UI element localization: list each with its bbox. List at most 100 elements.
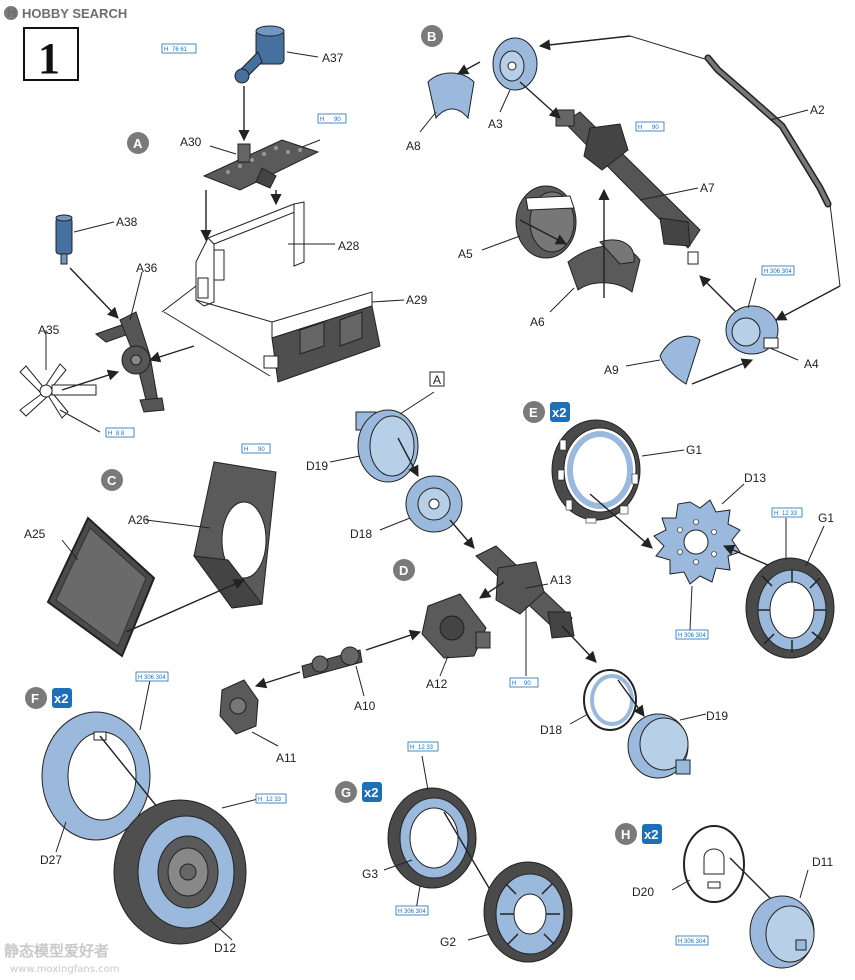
part-a2 [704,54,832,208]
svg-text:76 61: 76 61 [172,47,188,53]
label-a13: A13 [550,573,572,587]
svg-text:C: C [107,473,117,488]
part-g1-top [551,419,641,524]
hub-h-assembly [671,825,815,969]
label-d12: D12 [214,941,236,955]
svg-text:H: H [621,827,630,842]
svg-text:H: H [320,117,324,123]
svg-text:D: D [399,563,408,578]
svg-text:H: H [410,745,414,751]
paint-code-a26: H 90 [241,443,271,454]
svg-text:12 33: 12 33 [782,511,798,517]
svg-text:H: H [164,47,168,53]
label-a30: A30 [180,135,202,149]
part-g1-right [745,557,835,659]
wheel-g-assembly [383,755,573,963]
section-badge-b: B [421,25,443,47]
svg-text:x2: x2 [54,691,68,706]
svg-text:90: 90 [334,117,341,123]
paint-code-a35: H 8 8 [105,427,135,438]
svg-text:B: B [427,29,436,44]
part-a3 [492,37,538,91]
part-a4 [725,305,779,355]
paint-code-d11: H 306 304 [675,935,709,946]
svg-text:306 304: 306 304 [770,269,792,275]
label-a2: A2 [810,103,825,117]
paint-code-g3-bottom: H 306 304 [395,905,429,916]
part-d11 [749,895,815,969]
label-a6: A6 [530,315,545,329]
svg-text:H: H [678,633,682,639]
part-d19-bottom [627,713,691,779]
section-badge-d: D [393,559,415,581]
subassembly-ref-box: A [429,371,445,387]
label-d19-top: D19 [306,459,328,473]
svg-text:H: H [398,909,402,915]
svg-text:H: H [7,5,16,20]
part-a28 [195,201,305,307]
svg-text:306 304: 306 304 [144,675,166,681]
svg-text:90: 90 [652,125,659,131]
part-a13 [475,545,575,639]
label-a4: A4 [804,357,819,371]
label-a5: A5 [458,247,473,261]
paint-code-d12: H 12 33 [255,793,287,804]
part-d27 [41,711,151,841]
svg-text:306 304: 306 304 [404,909,426,915]
svg-text:A: A [433,373,441,387]
svg-text:www.moxingfans.com: www.moxingfans.com [10,964,119,975]
svg-text:H: H [138,675,142,681]
label-a12: A12 [426,677,448,691]
svg-text:H: H [764,269,768,275]
svg-text:H: H [678,939,682,945]
paint-code-a37: H 76 61 [161,43,197,54]
part-a11 [219,679,259,735]
part-a9 [659,335,701,385]
part-d18-top [405,475,463,533]
part-a29 [263,291,381,383]
watermark: 静态模型爱好者 www.moxingfans.com [4,942,119,975]
label-d27: D27 [40,853,62,867]
part-a35 [19,363,97,419]
label-a9: A9 [604,363,619,377]
label-a10: A10 [354,699,376,713]
paint-code-a7: H 90 [635,121,665,132]
label-g2: G2 [440,935,456,949]
radiator-assembly [46,461,277,658]
paint-code-d27: H 306 304 [135,671,169,682]
section-badge-f: F x2 [25,687,72,709]
part-a8 [427,72,475,120]
part-a36 [94,311,165,413]
part-d18-bottom [583,669,637,731]
svg-text:静态模型爱好者: 静态模型爱好者 [4,942,109,960]
svg-text:H: H [638,125,642,131]
part-a26 [192,461,277,609]
part-d20 [683,825,745,903]
svg-text:306 304: 306 304 [684,633,706,639]
step-number: 1 [38,34,60,83]
label-a8: A8 [406,139,421,153]
paint-code-a30: H 90 [317,113,347,124]
section-badge-e: E x2 [523,401,570,423]
engine-assembly [19,25,405,433]
wheel-e-assembly [551,419,835,659]
paint-code-g1: H 12 33 [771,507,803,518]
svg-text:H: H [258,797,262,803]
svg-text:H: H [244,447,248,453]
label-d19-bottom: D19 [706,709,728,723]
label-a29: A29 [406,293,428,307]
label-a36: A36 [136,261,158,275]
svg-text:E: E [529,405,538,420]
step-box: 1 [23,27,79,83]
label-a25: A25 [24,527,46,541]
section-badge-a: A [127,132,149,154]
brand-text: HOBBY SEARCH [22,6,127,21]
svg-text:90: 90 [524,681,531,687]
paint-code-a4: H 306 304 [761,265,795,276]
svg-text:G: G [341,785,351,800]
section-badge-g: G x2 [335,781,382,803]
label-a35: A35 [38,323,60,337]
label-g1-right: G1 [818,511,834,525]
part-a7 [555,109,701,265]
